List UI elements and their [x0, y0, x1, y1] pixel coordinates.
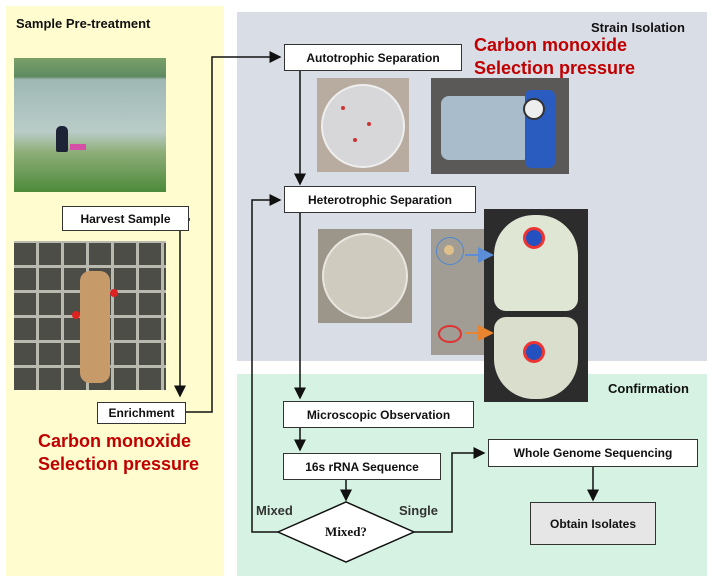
rrna-sequence-box: 16s rRNA Sequence — [283, 453, 441, 480]
co-annotation-top-line1: Carbon monoxide — [474, 35, 628, 55]
co-annotation-left-line2: Selection pressure — [38, 454, 200, 474]
microscopic-observation-box: Microscopic Observation — [283, 401, 474, 428]
mixed-edge-label: Mixed — [256, 503, 293, 518]
edge-mixed-loop — [251, 194, 282, 533]
confirmation-title: Confirmation — [608, 381, 689, 396]
pretreatment-title: Sample Pre-treatment — [16, 16, 151, 31]
obtain-isolates-box: Obtain Isolates — [530, 502, 656, 545]
autotrophic-separation-box: Autotrophic Separation — [284, 44, 462, 71]
edge-enrichment-autotrophic — [186, 51, 282, 413]
whole-genome-sequencing-box: Whole Genome Sequencing — [488, 439, 698, 467]
agar-plate-photo-2 — [318, 229, 412, 323]
enrichment-box: Enrichment — [97, 402, 186, 424]
decision-label: Mixed? — [325, 524, 367, 539]
edge-single-wgs — [414, 447, 486, 533]
bioreactor-photo — [14, 241, 166, 390]
co-annotation-left-line1: Carbon monoxide — [38, 431, 192, 451]
edge-harvest-enrichment — [174, 218, 190, 398]
anaerobic-jar-photo — [431, 78, 569, 174]
culture-bottles-photo — [484, 209, 588, 402]
co-annotation-top-line2: Selection pressure — [474, 58, 636, 78]
agar-plate-photo-1 — [317, 78, 409, 172]
single-edge-label: Single — [399, 503, 439, 518]
harvest-sample-box: Harvest Sample — [62, 206, 189, 231]
river-sampling-photo — [14, 58, 166, 192]
heterotrophic-separation-box: Heterotrophic Separation — [284, 186, 476, 213]
isolation-title: Strain Isolation — [591, 20, 685, 35]
